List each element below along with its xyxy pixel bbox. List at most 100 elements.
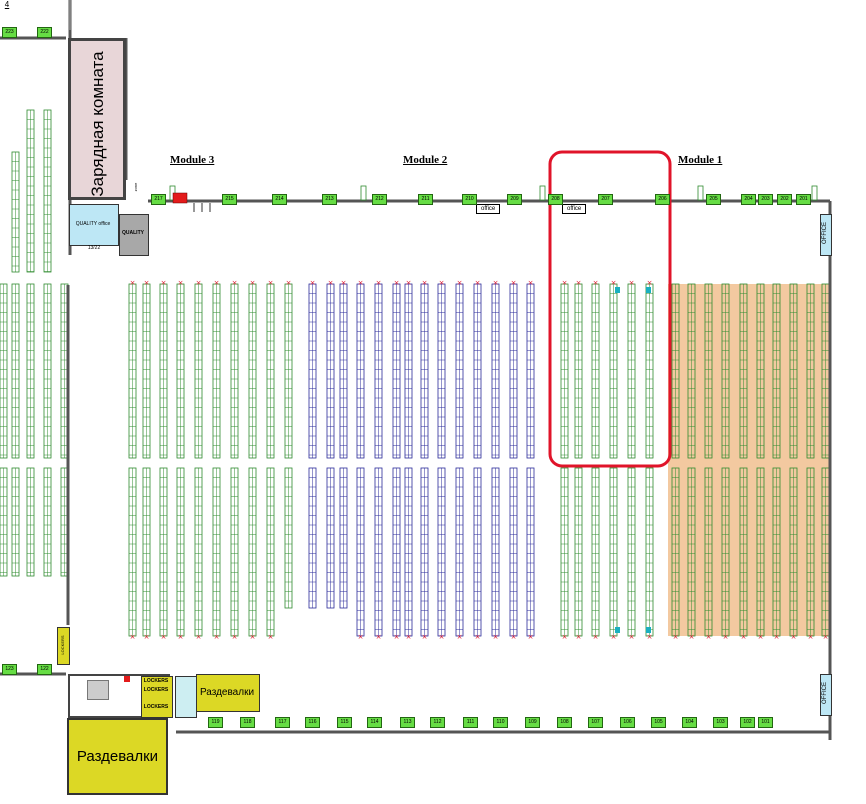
dock-110[interactable]: 110 [493, 717, 508, 728]
dock-115[interactable]: 115 [337, 717, 352, 728]
rack-left-lower [11, 467, 20, 577]
dock-210[interactable]: 210 [462, 194, 477, 205]
dock-203[interactable]: 203 [758, 194, 773, 205]
dock-102[interactable]: 102 [740, 717, 755, 728]
dock-107[interactable]: 107 [588, 717, 603, 728]
dock-116[interactable]: 116 [305, 717, 320, 728]
dock-209[interactable]: 209 [507, 194, 522, 205]
rack-end-marker: × [250, 279, 256, 287]
rack-end-marker: × [706, 633, 712, 641]
module-2-title: Module 2 [403, 154, 448, 166]
rack-left-upper [43, 109, 52, 273]
dock-111[interactable]: 111 [463, 717, 478, 728]
rack-module-2 [455, 283, 464, 459]
rack-end-marker: × [593, 279, 599, 287]
gate [811, 185, 818, 201]
rack-left-edge [11, 151, 20, 273]
dock-202[interactable]: 202 [777, 194, 792, 205]
highlight-frame [548, 150, 672, 468]
dock-222[interactable]: 222 [37, 27, 52, 38]
rack-module-1-a [645, 283, 654, 459]
rack-end-marker: × [214, 633, 220, 641]
dock-214[interactable]: 214 [272, 194, 287, 205]
rack-end-marker: × [528, 633, 534, 641]
dock-215[interactable]: 215 [222, 194, 237, 205]
dock-123[interactable]: 123 [2, 664, 17, 675]
dock-207[interactable]: 207 [598, 194, 613, 205]
quality-label: QUALITY [122, 230, 144, 236]
rack-end-marker: × [758, 633, 764, 641]
lockers-label-1: LOCKERS [143, 678, 169, 684]
changing-room-upper-label: Раздевалки [199, 686, 255, 698]
dock-208[interactable]: 208 [548, 194, 563, 205]
charging-room [68, 38, 126, 200]
rack-left-middle [11, 283, 20, 459]
rack-module-1-b [687, 283, 696, 459]
dock-103[interactable]: 103 [713, 717, 728, 728]
dock-217[interactable]: 217 [151, 194, 166, 205]
quality-office [69, 204, 119, 246]
dock-204[interactable]: 204 [741, 194, 756, 205]
rack-module-1-b [806, 467, 815, 637]
side-lockers-label: LOCKERS [59, 635, 65, 655]
dock-211[interactable]: 211 [418, 194, 433, 205]
rack-module-3 [142, 467, 151, 637]
dock-117[interactable]: 117 [275, 717, 290, 728]
dock-212[interactable]: 212 [372, 194, 387, 205]
gate [539, 185, 546, 201]
office-tag-2: office [562, 204, 587, 214]
dock-112[interactable]: 112 [430, 717, 445, 728]
rack-module-2 [509, 467, 518, 637]
dock-201[interactable]: 201 [796, 194, 811, 205]
rack-end-marker: × [457, 279, 463, 287]
dock-122[interactable]: 122 [37, 664, 52, 675]
rack-left-lower [26, 467, 35, 577]
dock-213[interactable]: 213 [322, 194, 337, 205]
rack-module-1-b [739, 467, 748, 637]
rack-end-marker: × [593, 633, 599, 641]
right-office-bottom-label: OFFICE [822, 682, 828, 704]
rack-module-2 [420, 467, 429, 637]
rack-module-3 [266, 283, 275, 459]
rack-module-1-b [704, 283, 713, 459]
rack-module-1-b [704, 467, 713, 637]
dock-114[interactable]: 114 [367, 717, 382, 728]
rack-end-marker: × [130, 633, 136, 641]
dock-105[interactable]: 105 [651, 717, 666, 728]
right-office-bottom [820, 674, 832, 716]
rack-end-marker: × [358, 279, 364, 287]
lockers-label-3: LOCKERS [143, 704, 169, 710]
rack-end-markers: ××××××××××××××××××××××××××××××××××××××××… [130, 279, 829, 641]
dock-113[interactable]: 113 [400, 717, 415, 728]
rack-module-1-a [609, 283, 618, 459]
rack-module-1-b [721, 467, 730, 637]
rack-module-3 [176, 467, 185, 637]
rack-module-1-a [591, 467, 600, 637]
rack-end-marker: × [673, 633, 679, 641]
rack-module-2 [374, 467, 383, 637]
dock-106[interactable]: 106 [620, 717, 635, 728]
rack-left-middle [0, 283, 8, 459]
rack-end-marker: × [475, 279, 481, 287]
dock-206[interactable]: 206 [655, 194, 670, 205]
dock-223[interactable]: 223 [2, 27, 17, 38]
right-office-top-label: OFFICE [822, 222, 828, 244]
rack-module-2 [392, 283, 401, 459]
rack-end-marker: × [144, 633, 150, 641]
dock-109[interactable]: 109 [525, 717, 540, 728]
dock-205[interactable]: 205 [706, 194, 721, 205]
dock-119[interactable]: 119 [208, 717, 223, 728]
dock-101[interactable]: 101 [758, 717, 773, 728]
dock-104[interactable]: 104 [682, 717, 697, 728]
rack-module-1-a [627, 467, 636, 637]
rack-end-marker: × [394, 633, 400, 641]
rack-module-2 [526, 467, 535, 637]
dock-118[interactable]: 118 [240, 717, 255, 728]
red-block [172, 192, 188, 204]
rack-module-2 [455, 467, 464, 637]
rack-module-2 [308, 467, 317, 609]
rack-left-middle [43, 283, 52, 459]
changing-room-lower-label: Раздевалки [76, 748, 159, 765]
rack-left-upper [26, 109, 35, 273]
dock-108[interactable]: 108 [557, 717, 572, 728]
